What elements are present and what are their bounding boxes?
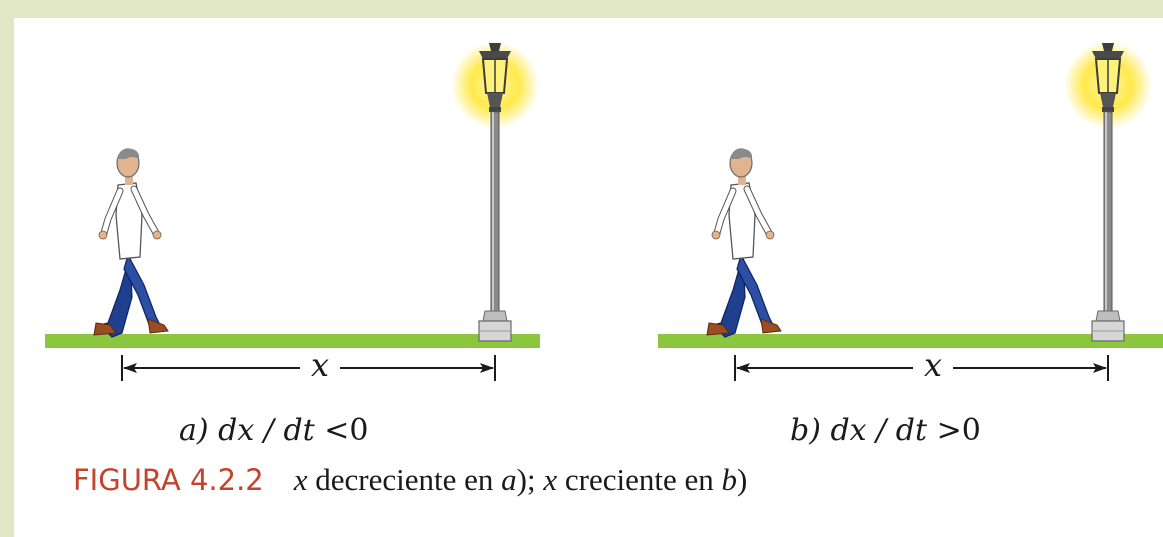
lamp-post-a bbox=[450, 40, 540, 342]
subcaption-b-prefix: b) bbox=[790, 413, 821, 448]
figure-number: FIGURA 4.2.2 bbox=[73, 463, 264, 497]
figure-caption: FIGURA 4.2.2 x decreciente en a); x creci… bbox=[73, 462, 747, 498]
walking-man-b bbox=[707, 149, 781, 337]
caption-part: x bbox=[543, 462, 558, 497]
caption-part: a bbox=[501, 462, 517, 497]
caption-part: ) bbox=[736, 462, 748, 497]
caption-part: x bbox=[293, 462, 308, 497]
panel-b bbox=[658, 40, 1163, 381]
subcaption-a-relation: < bbox=[324, 413, 350, 448]
distance-label-b: x bbox=[924, 346, 943, 384]
subcaption-a-prefix: a) bbox=[179, 413, 209, 448]
caption-part: b bbox=[721, 462, 737, 497]
ground-a bbox=[45, 334, 540, 348]
caption-part: creciente en bbox=[557, 462, 722, 497]
panel-a bbox=[45, 40, 540, 381]
figure-caption-text: x decreciente en a); x creciente en b) bbox=[294, 462, 748, 497]
caption-part: ); bbox=[516, 462, 544, 497]
subcaption-a: a) dx / dt <0 bbox=[179, 413, 368, 448]
figure-panel bbox=[14, 18, 1163, 537]
subcaption-a-expr: dx / dt bbox=[218, 413, 315, 448]
subcaption-b-expr: dx / dt bbox=[830, 413, 928, 448]
subcaption-b-relation: > bbox=[936, 413, 962, 448]
subcaption-a-value: 0 bbox=[349, 413, 369, 448]
subcaption-b-value: 0 bbox=[961, 413, 981, 448]
caption-part: decreciente en bbox=[307, 462, 502, 497]
subcaption-b: b) dx / dt >0 bbox=[790, 413, 981, 448]
ground-b bbox=[658, 334, 1163, 348]
distance-label-a: x bbox=[311, 346, 330, 384]
walking-man-a bbox=[94, 149, 168, 337]
lamp-post-b bbox=[1063, 40, 1153, 342]
